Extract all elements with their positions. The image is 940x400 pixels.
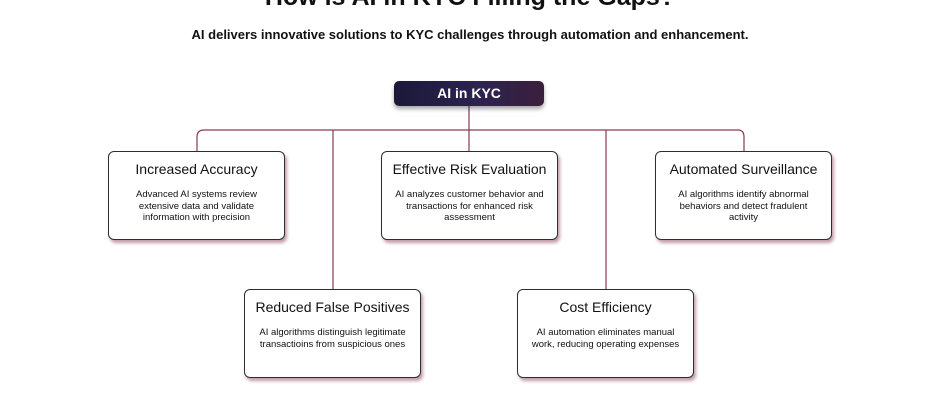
node-title: Automated Surveillance: [669, 161, 818, 177]
node-description: Advanced AI systems review extensive dat…: [136, 189, 257, 223]
root-node: AI in KYC: [394, 81, 544, 106]
node-title: Cost Efficiency: [559, 299, 652, 315]
node-description: AI automation eliminates manual work, re…: [531, 327, 680, 350]
diagram-subtitle: AI delivers innovative solutions to KYC …: [191, 27, 749, 42]
node-title: Reduced False Positives: [255, 299, 410, 315]
node-description: AI algorithms identify abnormal behavior…: [678, 189, 809, 223]
node-cost-efficiency: Cost Efficiency AI automation eliminates…: [517, 289, 694, 378]
node-title: Effective Risk Evaluation: [392, 161, 547, 177]
node-automated-surveillance: Automated Surveillance AI algorithms ide…: [655, 151, 832, 240]
node-description: AI analyzes customer behavior and transa…: [395, 189, 544, 223]
diagram-title: How is AI in KYC Filling the Gaps?: [0, 0, 940, 12]
connector-surveillance: [737, 129, 745, 151]
node-reduced-false-positives: Reduced False Positives AI algorithms di…: [244, 289, 421, 378]
node-title: Increased Accuracy: [135, 161, 258, 177]
node-increased-accuracy: Increased Accuracy Advanced AI systems r…: [108, 151, 285, 240]
node-effective-risk-evaluation: Effective Risk Evaluation AI analyzes cu…: [381, 151, 558, 240]
node-description: AI algorithms distinguish legitimate tra…: [259, 327, 406, 350]
connector-accuracy: [196, 129, 205, 151]
